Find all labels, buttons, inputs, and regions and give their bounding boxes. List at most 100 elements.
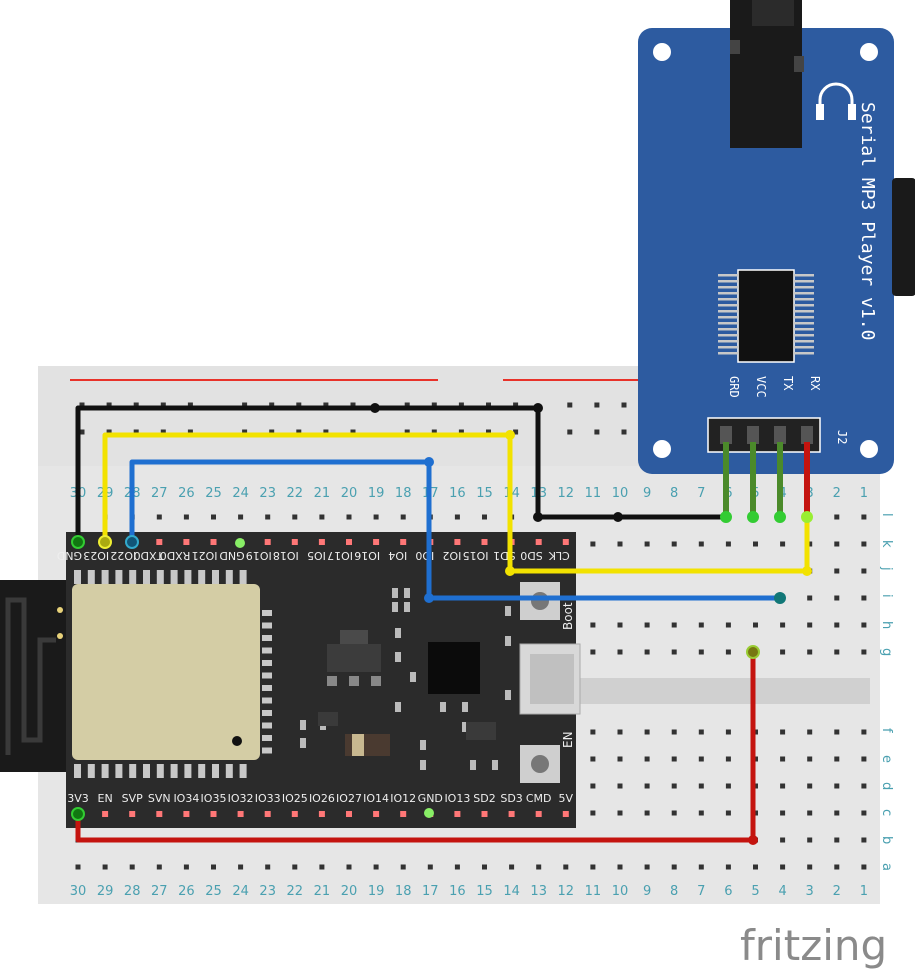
column-number: 25: [205, 486, 222, 501]
column-number: 12: [558, 486, 575, 501]
breadboard-hole: [807, 864, 813, 870]
column-number: 19: [368, 884, 385, 899]
breadboard-hole: [834, 810, 840, 816]
breadboard-rail-hole: [431, 429, 437, 435]
column-number: 25: [205, 884, 222, 899]
column-number: 22: [287, 486, 304, 501]
column-number: 10: [612, 884, 629, 899]
row-letter: l: [879, 513, 894, 517]
row-letter: b: [879, 836, 894, 844]
column-number: 18: [395, 486, 412, 501]
esp32-smd-parts: [300, 588, 511, 770]
column-number: 2: [833, 486, 841, 501]
breadboard-hole: [482, 514, 487, 520]
column-number: 6: [724, 884, 732, 899]
mp3-title: Serial MP3 Player v1.0: [857, 102, 878, 340]
esp32-pin-label: IO32: [228, 792, 254, 805]
column-number: 3: [806, 884, 814, 899]
breadboard-hole: [698, 810, 704, 816]
breadboard-rail-hole: [621, 402, 627, 408]
breadboard-hole: [644, 810, 650, 816]
breadboard-rail-hole: [567, 402, 573, 408]
breadboard-hole: [75, 864, 81, 870]
breadboard-hole: [834, 729, 840, 735]
breadboard-hole: [834, 783, 840, 789]
breadboard-hole: [861, 783, 867, 789]
breadboard-hole: [834, 568, 840, 574]
breadboard-hole: [238, 864, 244, 870]
breadboard-hole: [807, 595, 813, 601]
breadboard-hole: [346, 864, 352, 870]
esp32-pin: [264, 539, 271, 545]
esp32-pin-label: CLK: [548, 549, 570, 562]
breadboard-hole: [861, 514, 867, 520]
column-number: 15: [476, 486, 493, 501]
breadboard-hole: [861, 568, 867, 574]
breadboard-hole: [509, 864, 515, 870]
breadboard-hole: [861, 649, 867, 655]
breadboard-hole: [590, 783, 596, 789]
breadboard-hole: [753, 622, 758, 628]
breadboard-hole: [590, 810, 596, 816]
row-letter: j: [879, 566, 894, 571]
breadboard-center-channel: [580, 678, 870, 704]
row-letter: g: [879, 648, 894, 656]
esp32-pin: [481, 811, 488, 817]
esp32-pin-label: IO25: [282, 792, 308, 805]
esp32-pin-label: GND: [57, 549, 82, 562]
breadboard-hole: [780, 622, 786, 628]
breadboard-rail-hole: [594, 402, 600, 408]
esp32-pin-label: GND: [219, 549, 244, 562]
esp32-pin-label: SVN: [148, 792, 171, 805]
breadboard-hole: [671, 622, 677, 628]
breadboard-hole: [617, 864, 623, 870]
breadboard-hole: [563, 864, 569, 870]
breadboard-hole: [725, 783, 731, 789]
breadboard-hole: [834, 514, 840, 520]
esp32-pin: [264, 811, 271, 817]
breadboard-hole: [400, 864, 406, 870]
breadboard-hole: [780, 756, 786, 762]
breadboard-hole: [671, 729, 677, 735]
esp32-pin: [156, 539, 163, 545]
mp3-ic-pins: [718, 274, 814, 355]
breadboard-hole: [780, 810, 786, 816]
breadboard-hole: [807, 810, 813, 816]
mp3-pin-label: TX: [781, 376, 795, 391]
esp32-pin-label: IO21: [192, 549, 218, 562]
column-number: 1: [860, 884, 868, 899]
breadboard-hole: [780, 783, 786, 789]
breadboard-hole: [400, 514, 406, 520]
breadboard-rail-hole: [350, 429, 356, 435]
breadboard-hole: [617, 756, 623, 762]
column-number: 10: [612, 486, 629, 501]
breadboard-hole: [725, 541, 731, 547]
breadboard-hole: [536, 864, 542, 870]
esp32-pin: [318, 811, 325, 817]
breadboard-hole: [238, 514, 244, 520]
esp32-pin: [210, 539, 217, 545]
mp3-pin-label: VCC: [754, 376, 768, 398]
breadboard-rail-hole: [160, 402, 166, 408]
esp32-pin: [400, 539, 407, 545]
breadboard-rail-hole: [133, 402, 139, 408]
row-letter: i: [879, 594, 894, 598]
boot-label: Boot: [561, 602, 575, 630]
esp32-module-pads: [74, 570, 272, 778]
breadboard-rail-hole: [242, 429, 248, 435]
esp32-pin: [183, 811, 190, 817]
breadboard-hole: [265, 864, 271, 870]
breadboard-hole: [861, 729, 867, 735]
breadboard-hole: [346, 514, 352, 520]
breadboard-hole: [698, 729, 704, 735]
row-letter: h: [879, 621, 894, 629]
esp32-pin-label: SVP: [122, 792, 144, 805]
breadboard-rail-hole: [513, 429, 519, 435]
capacitor: [345, 734, 390, 756]
breadboard-hole: [834, 649, 840, 655]
en-label: EN: [561, 731, 575, 748]
esp32-chip: [428, 642, 480, 694]
breadboard-rail-hole: [486, 402, 491, 408]
